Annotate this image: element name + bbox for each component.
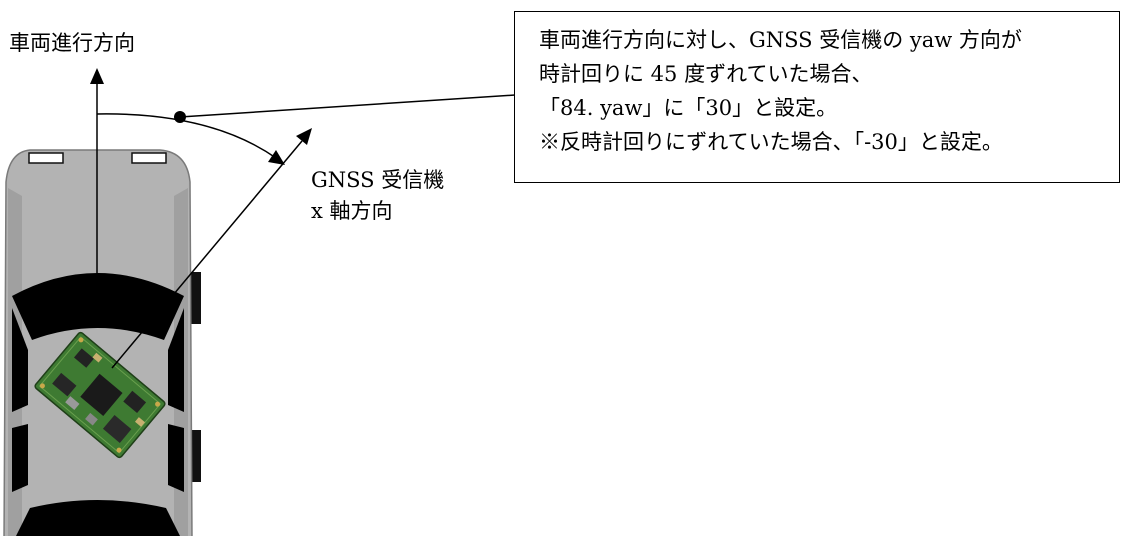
gnss-direction-label: GNSS 受信機 x 軸方向 — [311, 165, 444, 227]
vehicle-direction-label: 車両進行方向 — [9, 31, 135, 55]
car-window-left-front — [12, 308, 28, 412]
car-body — [3, 149, 193, 536]
car-window-left-rear — [12, 424, 28, 492]
gnss-direction-label-line1: GNSS 受信機 — [311, 168, 445, 192]
callout-leader — [174, 94, 516, 123]
car-windshield — [12, 273, 184, 340]
car-right-mirror-top — [191, 272, 201, 324]
car-rear-window — [16, 500, 180, 536]
gnss-receiver-board — [34, 331, 166, 459]
note-line: 車両進行方向に対し、GNSS 受信機の yaw 方向が — [539, 28, 1022, 52]
note-line: 「84. yaw」に「30」と設定。 — [539, 96, 838, 120]
note-callout-box: 車両進行方向に対し、GNSS 受信機の yaw 方向が 時計回りに 45 度ずれ… — [514, 11, 1120, 183]
vehicle-direction-arrow — [90, 68, 104, 275]
car-headlight-left — [28, 152, 64, 164]
car-right-mirror-bottom — [191, 430, 201, 482]
gnss-x-axis-arrow — [111, 128, 312, 369]
car-illustration — [3, 149, 201, 536]
rotation-angle-arc — [96, 113, 285, 165]
car-headlight-right — [131, 152, 167, 164]
note-line: 時計回りに 45 度ずれていた場合、 — [539, 62, 873, 86]
car-window-right-front — [168, 308, 184, 412]
gnss-direction-label-line2: x 軸方向 — [311, 199, 393, 223]
note-line: ※反時計回りにずれていた場合、「-30」と設定。 — [539, 130, 1003, 154]
car-window-right-rear — [168, 424, 184, 492]
